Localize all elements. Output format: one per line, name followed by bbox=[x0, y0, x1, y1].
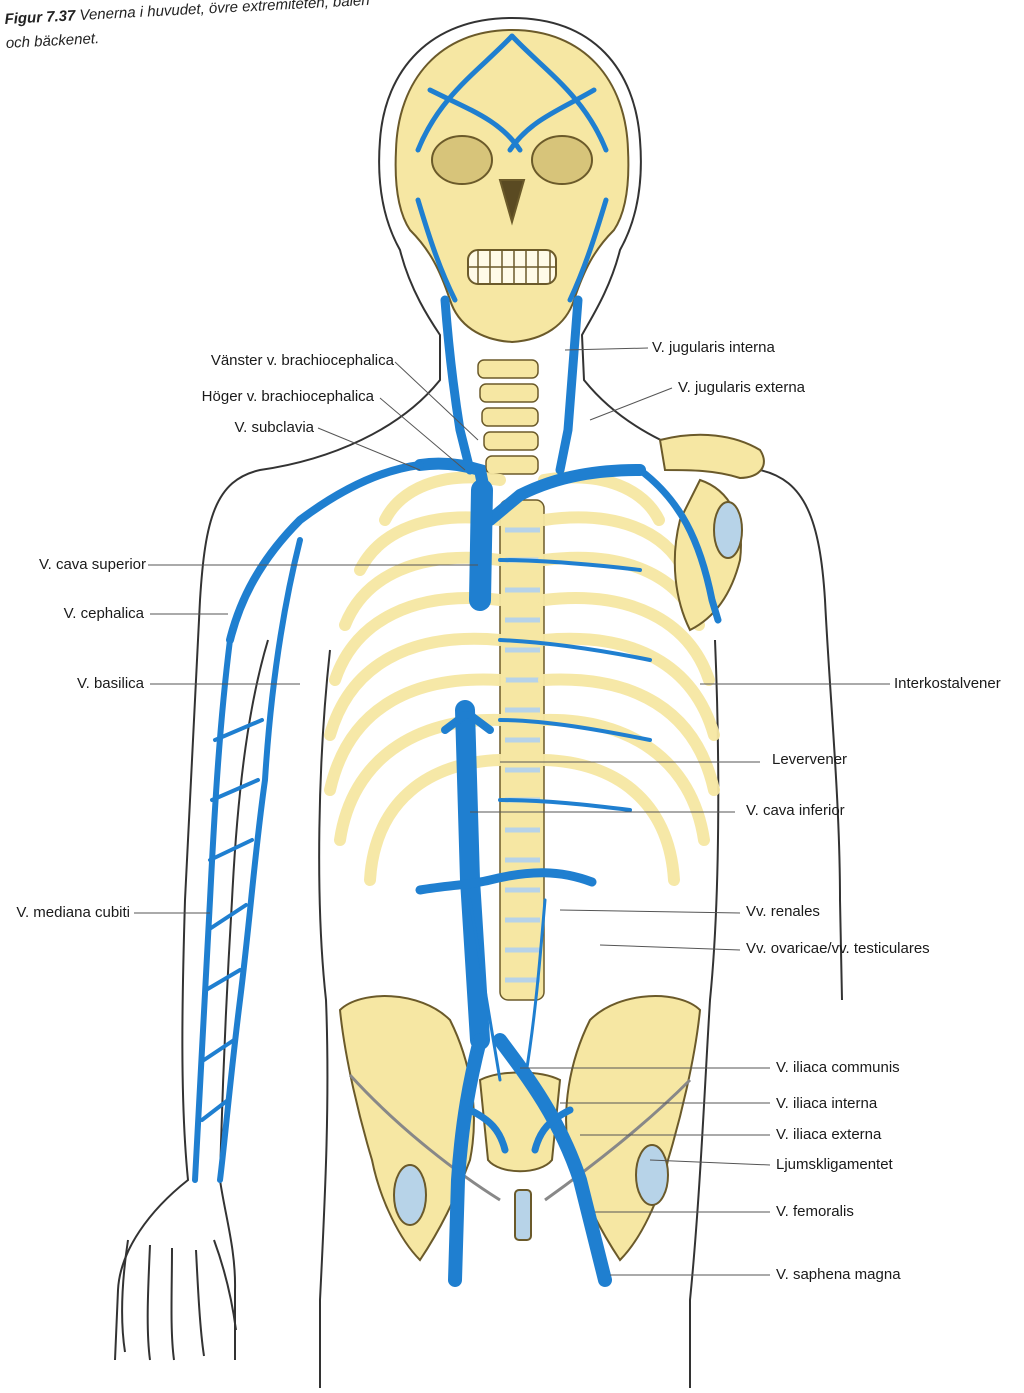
veins bbox=[192, 33, 722, 1287]
label-cephalic: V. cephalica bbox=[63, 605, 144, 622]
label-intercostal: Interkostalvener bbox=[894, 675, 1001, 692]
label-internal-jugular: V. jugularis interna bbox=[652, 339, 775, 356]
label-great-saphenous: V. saphena magna bbox=[776, 1266, 901, 1283]
skull bbox=[394, 28, 630, 344]
pelvis bbox=[338, 995, 702, 1262]
figure-number: Figur 7.37 bbox=[4, 7, 76, 28]
label-median-cubital: V. mediana cubiti bbox=[16, 904, 130, 921]
label-femoral: V. femoralis bbox=[776, 1203, 854, 1220]
label-common-iliac: V. iliaca communis bbox=[776, 1059, 900, 1076]
label-external-iliac: V. iliaca externa bbox=[776, 1126, 882, 1143]
label-right-brachiocephalic: Höger v. brachiocephalica bbox=[201, 388, 374, 405]
label-hepatic: Levervener bbox=[772, 751, 848, 768]
leader-lines bbox=[134, 347, 890, 1276]
shoulder-girdle bbox=[658, 433, 765, 632]
label-inguinal-ligament: Ljumskligamentet bbox=[776, 1156, 893, 1173]
label-internal-iliac: V. iliaca interna bbox=[776, 1095, 878, 1112]
label-left-brachiocephalic: Vänster v. brachiocephalica bbox=[210, 352, 394, 369]
label-subclavian: V. subclavia bbox=[234, 419, 315, 436]
label-external-jugular: V. jugularis externa bbox=[678, 379, 806, 396]
label-vena-cava-superior: V. cava superior bbox=[38, 556, 146, 573]
label-renal: Vv. renales bbox=[746, 903, 820, 920]
label-gonadal: Vv. ovaricae/vv. testiculares bbox=[746, 940, 930, 957]
label-vena-cava-inferior: V. cava inferior bbox=[746, 802, 845, 819]
label-basilic: V. basilica bbox=[77, 675, 144, 692]
body-outline bbox=[114, 17, 843, 1388]
inguinal-ligament bbox=[348, 1073, 692, 1202]
